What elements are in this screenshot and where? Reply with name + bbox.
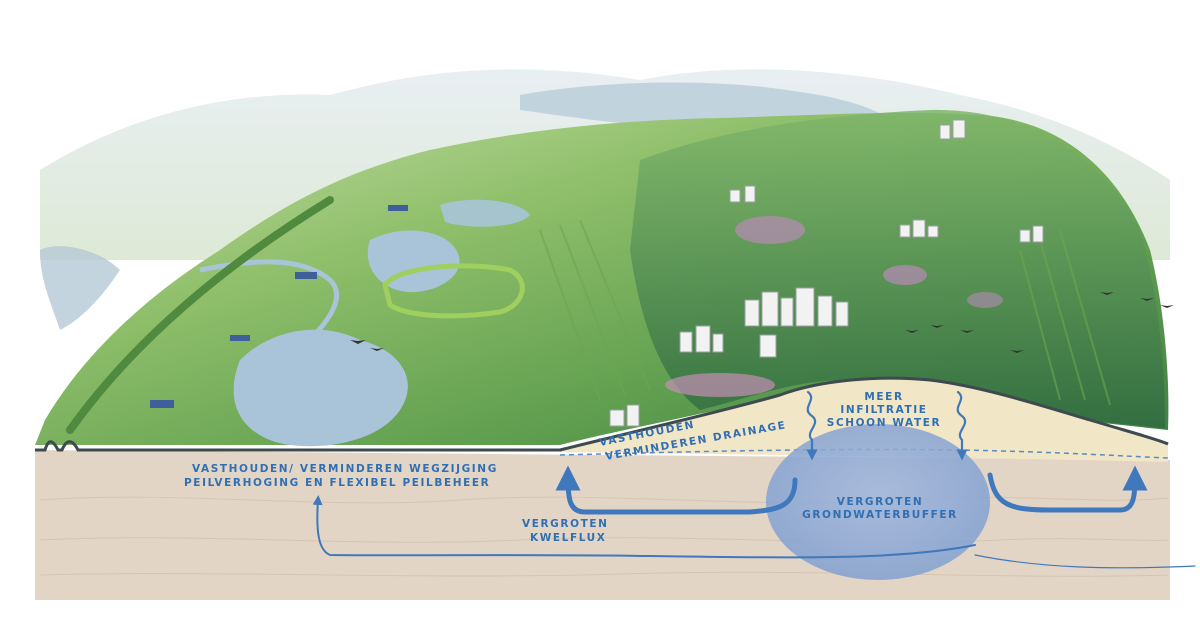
town-center	[679, 287, 849, 358]
drainage-arrow	[555, 465, 798, 515]
label-left-line1: VASTHOUDEN/ VERMINDEREN WEGZIJGING	[192, 463, 498, 475]
solar-panels	[150, 205, 408, 408]
label-buffer-line1: VERGROTEN	[837, 496, 924, 508]
left-polder-water	[40, 246, 120, 330]
infiltration-arrow-right	[956, 390, 968, 461]
label-ridge-line2: INFILTRATIE	[840, 404, 927, 416]
heath-patch-2	[883, 265, 927, 285]
heath-patch-1	[735, 216, 805, 244]
wetland-lake	[233, 329, 408, 447]
label-buffer-line2: GRONDWATERBUFFER	[802, 509, 958, 521]
outflow-arrow	[987, 465, 1148, 513]
birds	[350, 292, 1174, 353]
label-left-line2: PEILVERHOGING EN FLEXIBEL PEILBEHEER	[184, 477, 490, 489]
label-ridge-line3: SCHOON WATER	[827, 417, 941, 429]
dike-row-trees	[66, 196, 334, 434]
heath-patch-4	[967, 292, 1003, 308]
infiltration-arrow-left	[806, 390, 818, 461]
label-ridge-line1: MEER	[864, 391, 903, 403]
kwel-flow-arrow	[312, 495, 976, 559]
label-seep-line2: KWELFLUX	[530, 532, 607, 544]
label-seep-line1: VERGROTEN	[522, 518, 609, 530]
groundwater-buffer	[766, 424, 990, 580]
heath-patch-3	[665, 373, 775, 397]
village-blocks	[609, 119, 1044, 427]
ground-surface-line	[35, 376, 1169, 452]
northern-lake	[440, 199, 530, 227]
deep-flow-line	[974, 554, 1196, 569]
flow-arrows	[312, 390, 1196, 569]
field-stripes	[539, 219, 1111, 406]
soil-texture	[39, 496, 1169, 577]
fortress-ring	[382, 263, 525, 319]
